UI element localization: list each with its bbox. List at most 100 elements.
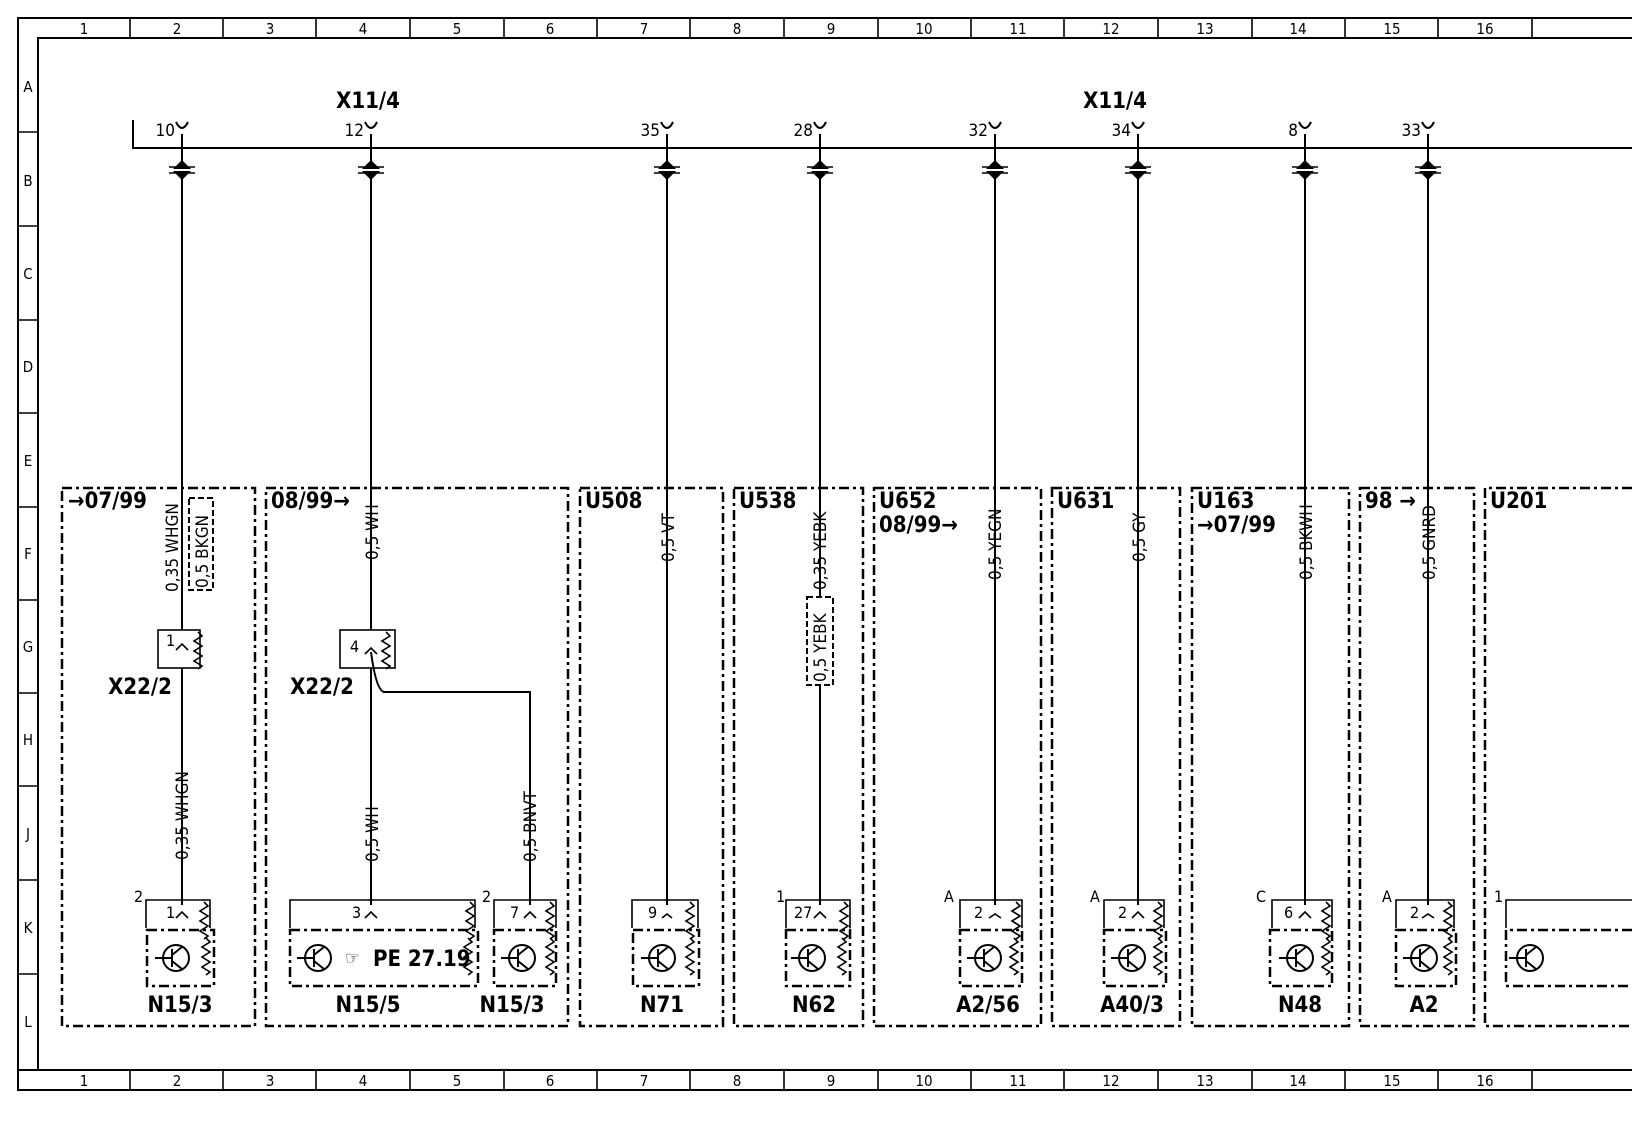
option-box: [60, 486, 257, 1028]
pointing-hand-icon: ☞: [345, 948, 360, 969]
pin-number: 34: [1112, 121, 1131, 141]
col-num: 6: [546, 1072, 555, 1090]
col-num: 4: [359, 20, 368, 38]
col-num: 9: [827, 20, 836, 38]
outer-pin: C: [1256, 887, 1266, 906]
col-num: 15: [1383, 20, 1400, 38]
col-num: 1: [80, 1072, 89, 1090]
row-letter: L: [24, 1013, 32, 1031]
row-letter: A: [23, 78, 33, 96]
pin-number: 12: [345, 121, 364, 141]
col-num: 16: [1476, 20, 1493, 38]
row-letter: B: [23, 172, 32, 190]
col-num: 1: [80, 20, 89, 38]
box-header: 08/99→: [271, 489, 350, 514]
pin-number: 1: [166, 903, 175, 922]
connector-title: X11/4: [1083, 89, 1147, 114]
col-num: 4: [359, 1072, 368, 1090]
wire-label: 0,5 YEBK: [811, 612, 831, 682]
row-letter: G: [23, 638, 33, 656]
col-num: 13: [1196, 20, 1213, 38]
component-n62: 1 27 N62: [776, 887, 852, 1018]
component-label: N71: [640, 993, 684, 1018]
component-label: A40/3: [1100, 993, 1164, 1018]
box-header: →07/99: [1197, 513, 1276, 538]
col-num: 2: [173, 1072, 182, 1090]
col-num: 5: [453, 20, 462, 38]
col-num: 13: [1196, 1072, 1213, 1090]
pin-number: 8: [1288, 121, 1298, 141]
wire-label: 0,5 BKWH: [1297, 504, 1317, 580]
component-label: A2/56: [956, 993, 1020, 1018]
option-box: [1050, 486, 1182, 1028]
wire-label: 0,5 VT: [659, 512, 679, 562]
component-partial: 1: [1494, 887, 1632, 988]
connector-label: X22/2: [290, 675, 354, 700]
col-num: 15: [1383, 1072, 1400, 1090]
wire-label: 0,35 YEBK: [811, 511, 831, 590]
frame: [17, 17, 1632, 1091]
box-header: U508: [585, 489, 642, 514]
wire-label: 0,5 BKGN: [193, 515, 213, 588]
component-n71: 9 N71: [631, 899, 701, 1018]
wire-label: 0,35 WHGN: [163, 503, 183, 592]
component-n15-3-right: 2 7 N15/3: [479, 887, 558, 1018]
component-a40-3: A 2 A40/3: [1090, 887, 1168, 1018]
wire-labels: 0,35 WHGN 0,5 BKGN 0,35 WHGN 0,5 WH 0,5 …: [163, 497, 1440, 862]
col-num: 7: [640, 20, 649, 38]
pin-number: 10: [156, 121, 175, 141]
pin-number: 4: [350, 637, 359, 656]
col-num: 5: [453, 1072, 462, 1090]
reference: PE 27.19: [373, 947, 471, 972]
column-numbers-bottom: 1 2 3 4 5 6 7 8 9 10 11 12 13 14 15 16: [80, 1072, 1494, 1090]
component-n48: C 6 N48: [1256, 887, 1334, 1018]
box-header: U652: [879, 489, 936, 514]
outer-pin: 2: [134, 887, 143, 906]
wire-label: 0,5 GNRD: [1420, 505, 1440, 580]
col-num: 12: [1102, 20, 1119, 38]
pins: 10 12 35 28 32 34 8 33: [156, 121, 1435, 148]
box-header: U631: [1057, 489, 1114, 514]
row-letter: C: [23, 265, 32, 283]
connector-x11-4: X11/4 X11/4: [132, 89, 1632, 149]
component-n15-3-left: 2 1 N15/3: [134, 887, 216, 1018]
row-letter: E: [24, 452, 33, 470]
component-label: A2: [1409, 993, 1438, 1018]
row-letters: A B C D E F G H J K L: [23, 78, 34, 1031]
connector-title: X11/4: [336, 89, 400, 114]
pin-number: 28: [794, 121, 813, 141]
component-a2-56: A 2 A2/56: [944, 887, 1024, 1018]
pin-number: 27: [794, 903, 812, 922]
pin-number: 2: [1410, 903, 1419, 922]
outer-pin: 1: [776, 887, 785, 906]
option-box: [1483, 486, 1632, 1028]
col-num: 2: [173, 20, 182, 38]
col-num: 10: [915, 20, 932, 38]
box-header: →07/99: [68, 489, 147, 514]
col-num: 3: [266, 1072, 275, 1090]
col-num: 7: [640, 1072, 649, 1090]
component-label: N15/3: [147, 993, 212, 1018]
component-label: N48: [1278, 993, 1322, 1018]
component-n15-5: 3 ☞ PE 27.19 N15/5: [288, 899, 480, 1018]
grid-ticks: [18, 18, 1533, 1090]
option-box: [732, 486, 865, 1028]
component-label: N15/3: [479, 993, 544, 1018]
option-box: [872, 486, 1043, 1028]
outer-pin: 2: [482, 887, 491, 906]
pin-number: 33: [1402, 121, 1421, 141]
box-headers: →07/99 08/99→ U508 U538 U652 08/99→ U631…: [68, 489, 1547, 538]
row-letter: H: [23, 731, 33, 749]
col-num: 8: [733, 20, 742, 38]
col-num: 9: [827, 1072, 836, 1090]
box-header: U201: [1490, 489, 1547, 514]
component-a2: A 2 A2: [1382, 887, 1458, 1018]
col-num: 10: [915, 1072, 932, 1090]
connector-x22-2-right: 4 X22/2: [290, 629, 531, 905]
pin-number: 1: [166, 631, 175, 650]
connector-x22-2-left: 1 X22/2: [108, 629, 203, 905]
pin-number: 3: [352, 903, 361, 922]
pin-number: 2: [974, 903, 983, 922]
outer-pin: A: [1090, 887, 1100, 906]
